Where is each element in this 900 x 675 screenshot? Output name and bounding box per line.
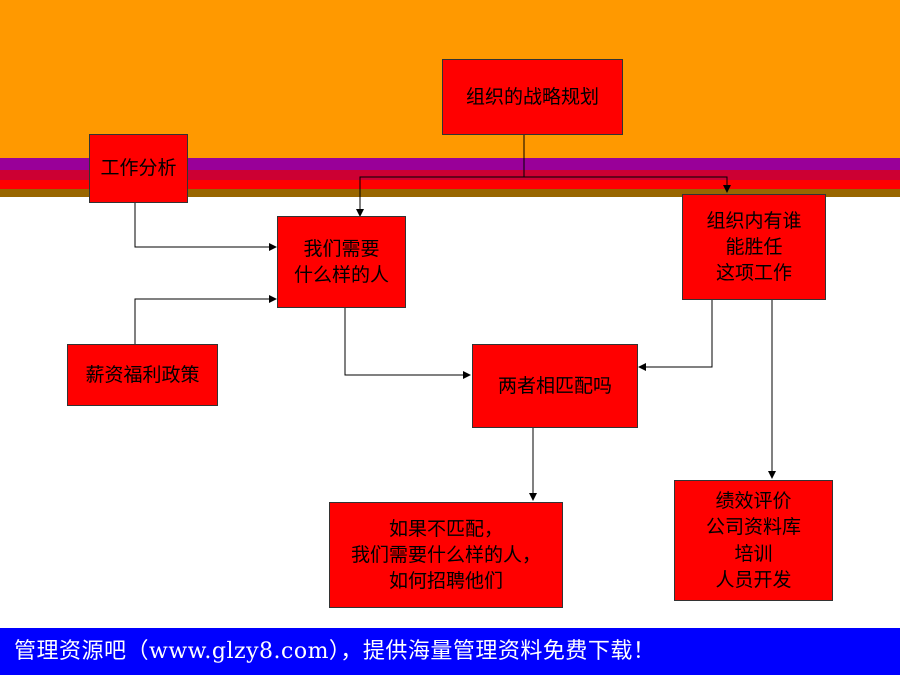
node-do-they-match: 两者相匹配吗 (472, 344, 638, 428)
divider-stripe-purple (0, 158, 900, 170)
connector-job-analysis-to-people-needed (134, 202, 277, 251)
node-job-analysis: 工作分析 (89, 134, 188, 203)
connector-compensation-to-people-needed (134, 295, 277, 345)
node-performance-development: 绩效评价 公司资料库 培训 人员开发 (674, 480, 833, 601)
node-compensation-policy: 薪资福利政策 (67, 344, 218, 406)
footer-banner: 管理资源吧（www.glzy8.com），提供海量管理资料免费下载！ (0, 628, 900, 675)
divider-stripe-maroon (0, 170, 900, 180)
node-what-people-needed: 我们需要 什么样的人 (277, 216, 406, 308)
connector-people-needed-to-match (344, 307, 471, 379)
connector-who-capable-to-match (638, 300, 713, 371)
node-recruitment-plan: 如果不匹配， 我们需要什么样的人， 如何招聘他们 (329, 502, 563, 608)
connector-strategy-to-who-capable (524, 176, 731, 193)
divider-stripe-olive (0, 189, 900, 197)
node-who-can-do-job: 组织内有谁 能胜任 这项工作 (682, 194, 826, 300)
node-strategic-planning: 组织的战略规划 (442, 59, 623, 135)
connector-strategy-to-people-needed (356, 176, 524, 217)
divider-stripe-red (0, 180, 900, 189)
